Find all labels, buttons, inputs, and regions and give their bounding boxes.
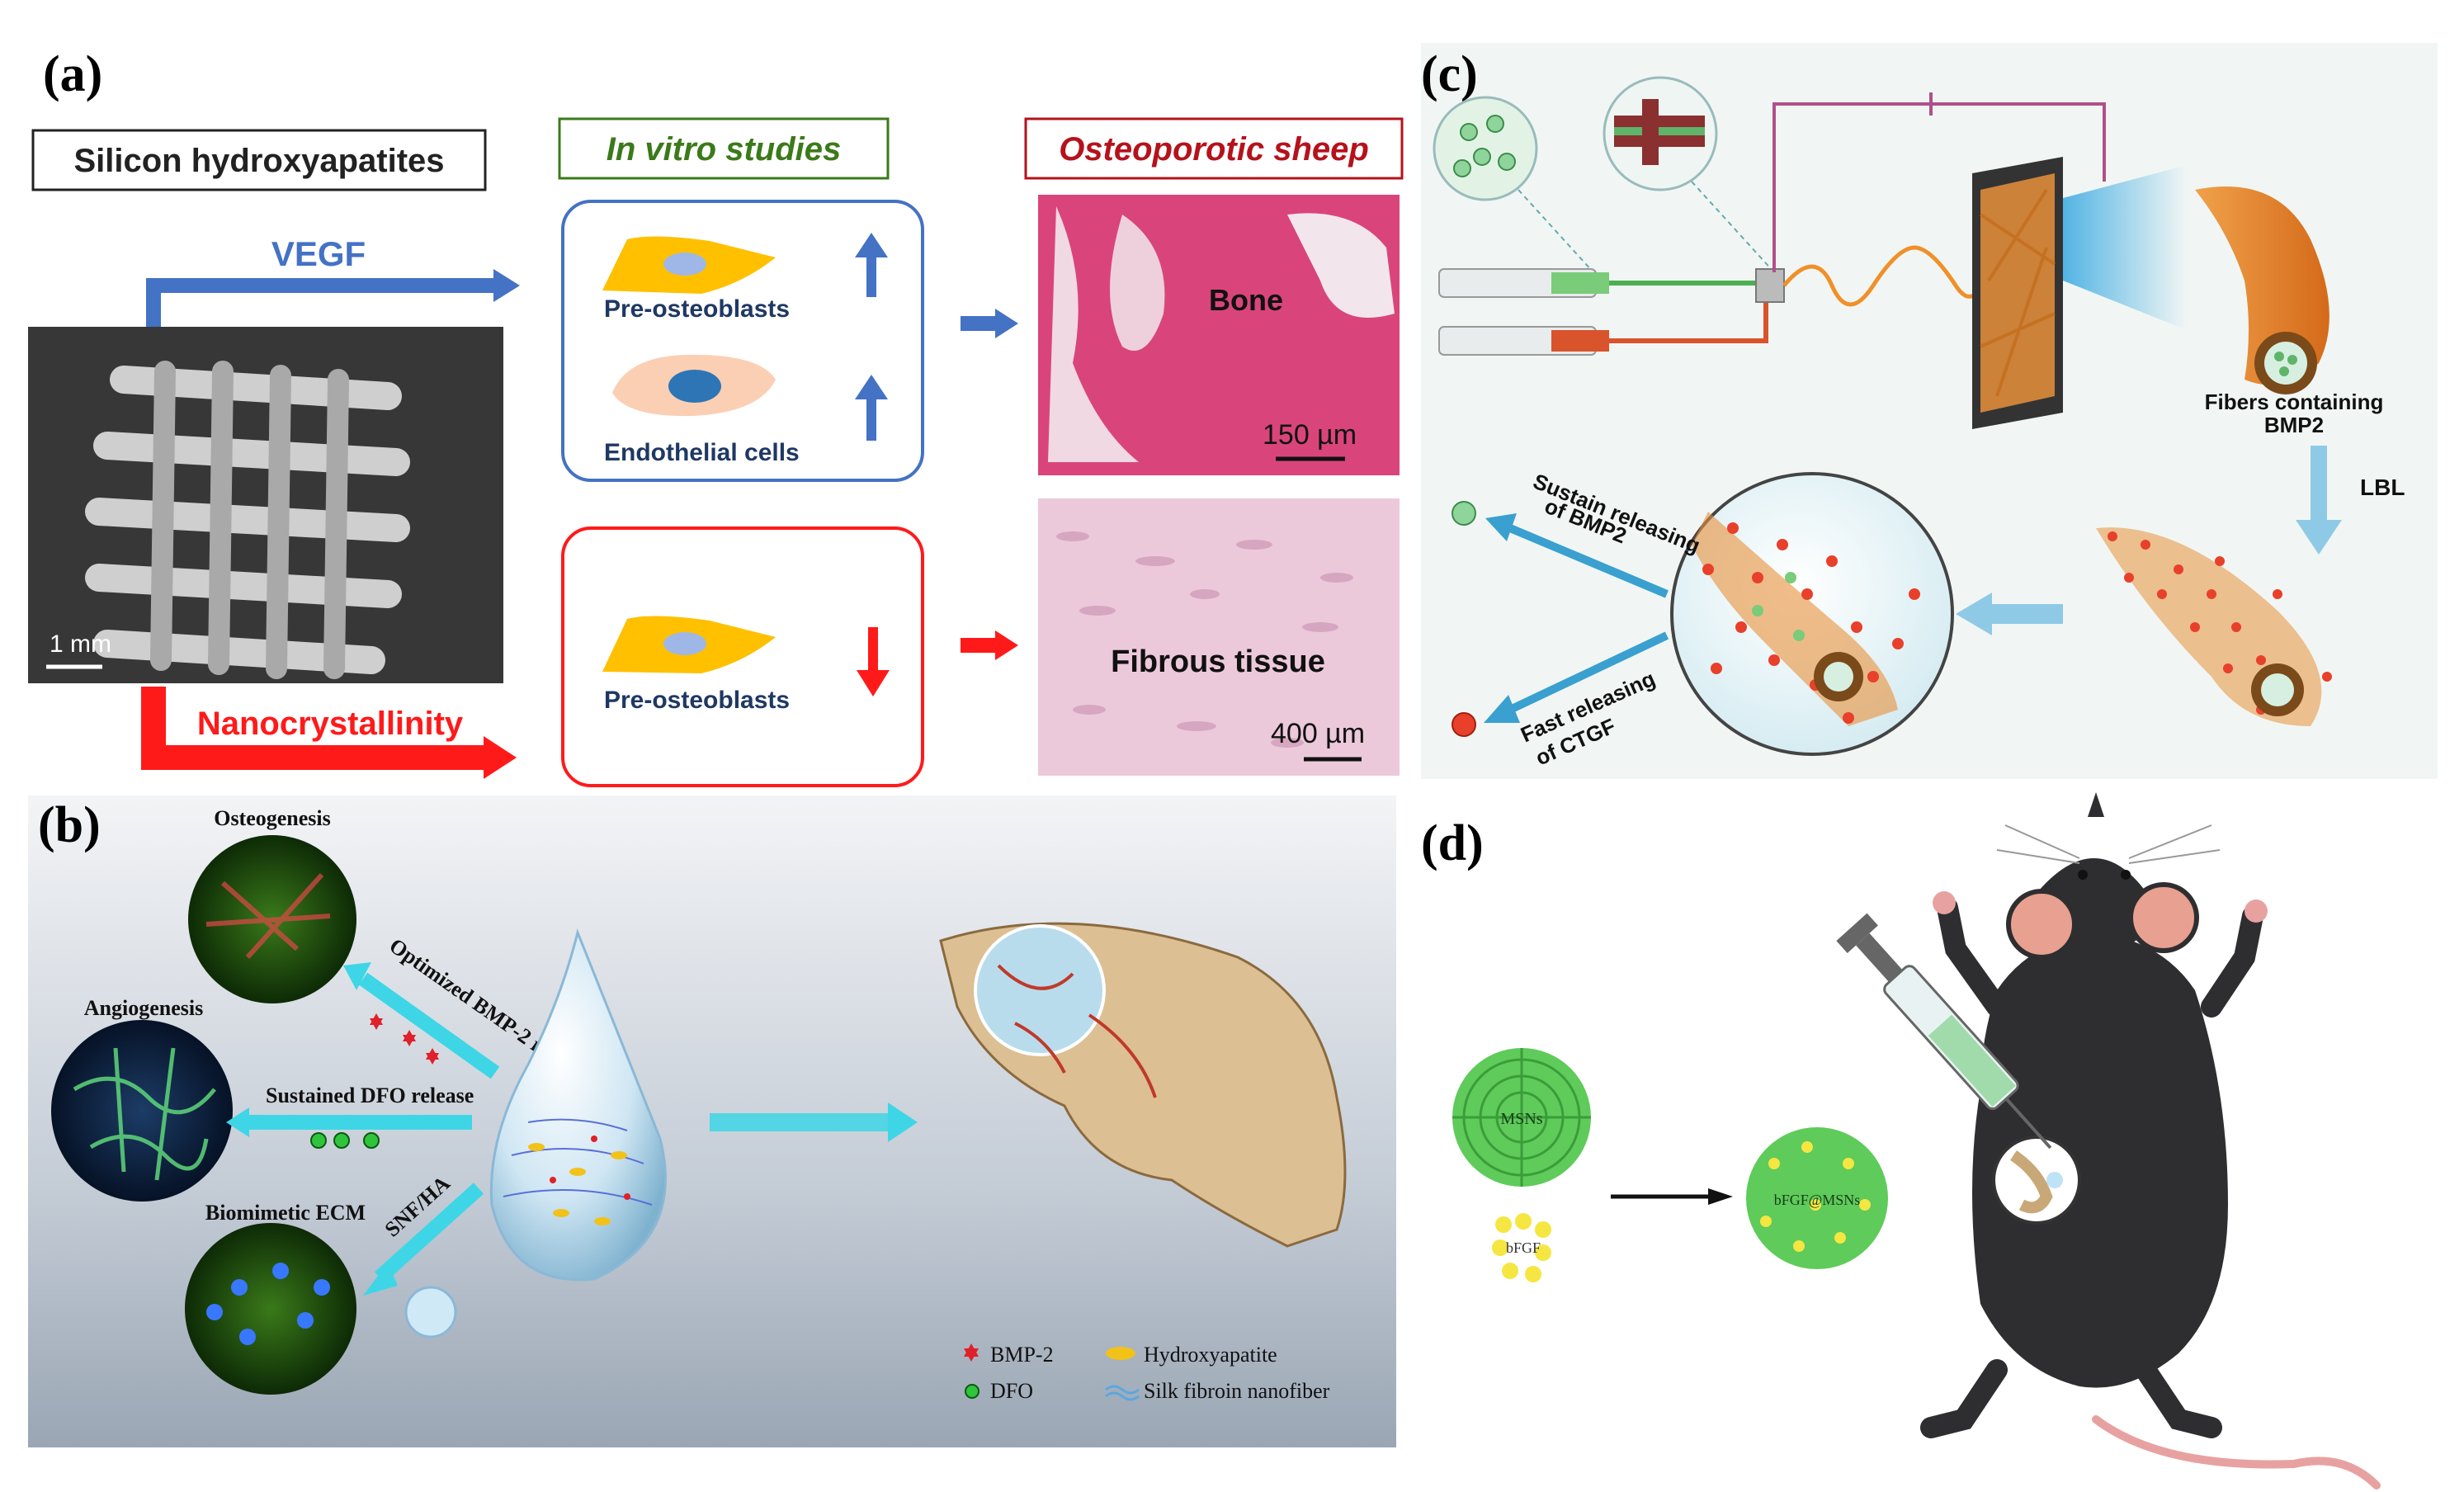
fiber-label-1: Fibers containing <box>2205 390 2384 414</box>
nano-arrowhead <box>484 736 517 779</box>
histo-fibrous-label: Fibrous tissue <box>1111 644 1325 679</box>
ctgf-released-icon <box>1451 712 1476 737</box>
box-in-vitro <box>558 117 890 180</box>
vegf-label: VEGF <box>271 234 366 273</box>
mouse-eye-right <box>2121 870 2131 880</box>
box-osteoporotic-sheep <box>1024 117 1404 180</box>
product-label: bFGF@MSNs <box>1774 1192 1861 1208</box>
legend-bmp2: BMP-2 <box>990 1343 1054 1367</box>
histology-fibrous-image <box>1038 498 1400 776</box>
syringe <box>1836 913 2052 1150</box>
panel-d-letter: (d) <box>1421 815 1484 871</box>
bmp2-release-arrow <box>358 972 500 1079</box>
fiber-label-2: BMP2 <box>2264 413 2324 437</box>
legend-silk-icon <box>1105 1385 1140 1401</box>
mouse-ear-left <box>2006 889 2077 960</box>
mouse-arm-right <box>2201 905 2263 1017</box>
bfgf-particles <box>1492 1213 1551 1282</box>
scaffold-grid <box>85 361 410 679</box>
fiber-mat <box>1980 173 2055 413</box>
histo-bone-label: Bone <box>1209 283 1283 317</box>
panel-c: (c) <box>1421 43 2438 779</box>
label-sustained-dfo: Sustained DFO release <box>266 1084 474 1107</box>
msn-label: MSNs <box>1500 1110 1542 1128</box>
skull-defect-gel <box>974 924 1106 1056</box>
cell-label-top-1: Pre-osteoblasts <box>604 295 790 323</box>
cell-label-bottom-1: Pre-osteoblasts <box>604 687 790 714</box>
mouse-tail <box>2092 1415 2381 1490</box>
bfgf-label: bFGF <box>1506 1239 1541 1256</box>
box-silicon-hydroxyapatites <box>31 129 487 191</box>
sustain-release-arrow <box>1508 524 1669 598</box>
histo-top-scale: 150 µm <box>1263 419 1357 451</box>
snf-ha-arrow <box>374 1183 484 1283</box>
zoom-beam <box>2063 165 2187 330</box>
histo-bottom-scale: 400 µm <box>1271 718 1365 749</box>
coaxial-needle <box>1755 268 1785 303</box>
decrease-arrow <box>857 627 890 696</box>
cell-label-top-2: Endothelial cells <box>604 439 800 466</box>
bmp2-released-icon <box>1451 501 1476 526</box>
nano-label: Nanocrystallinity <box>197 706 464 742</box>
sem-scale-label: 1 mm <box>50 630 111 658</box>
label-biomimetic-ecm: Biomimetic ECM <box>205 1201 366 1225</box>
fast-release-arrow <box>1508 631 1669 714</box>
voltage-wire <box>1772 102 2106 272</box>
panel-b-letter: (b) <box>38 797 101 853</box>
bmp2-stars <box>370 1013 439 1065</box>
mouse-body <box>1972 932 2228 1388</box>
angiogenesis-image <box>51 1020 233 1202</box>
box-sheep-label: Osteoporotic sheep <box>1059 131 1369 168</box>
mouse-leg-right <box>2135 1359 2222 1438</box>
biomimetic-ecm-image <box>185 1223 356 1395</box>
legend-silk-fibroin: Silk fibroin nanofiber <box>1144 1379 1330 1403</box>
mouse-whiskers <box>1996 824 2221 864</box>
legend-hydroxyapatite: Hydroxyapatite <box>1144 1343 1277 1367</box>
vegf-arrow <box>146 278 495 330</box>
dfo-dots <box>310 1132 380 1149</box>
panel-c-letter: (c) <box>1421 46 1478 102</box>
hydrogel-droplet <box>489 928 667 1282</box>
box-silicon-label: Silicon hydroxyapatites <box>73 143 444 179</box>
panel-d: (d) MSNs bFGF bFGF@MSNs <box>1421 792 2381 1490</box>
mouse-arm-left <box>1937 897 2008 1017</box>
snf-ha-sphere <box>404 1286 457 1339</box>
mouse-ear-right <box>2128 882 2199 953</box>
mouse-eye-left <box>2078 870 2088 880</box>
box-in-vitro-label: In vitro studies <box>607 131 842 168</box>
legend-bmp2-icon <box>964 1343 979 1362</box>
increase-arrow-1 <box>855 233 888 297</box>
nano-arrow <box>141 687 487 770</box>
panel-a: (a) Silicon hydroxyapatites In vitro stu… <box>28 46 1404 787</box>
legend-dfo: DFO <box>990 1379 1033 1403</box>
panel-a-letter: (a) <box>43 46 102 102</box>
label-osteogenesis: Osteogenesis <box>214 806 331 830</box>
legend-dfo-icon <box>965 1384 979 1399</box>
increase-arrow-2 <box>855 375 888 441</box>
legend-hydroxyapatite-icon <box>1106 1347 1135 1360</box>
panel-b: (b) Osteogenesis Angiogenesis Biomimetic… <box>28 796 1396 1447</box>
vegf-arrowhead <box>493 269 520 302</box>
lbl-label: LBL <box>2360 475 2405 500</box>
mouse-leg-left <box>1920 1359 2008 1438</box>
label-angiogenesis: Angiogenesis <box>84 996 203 1020</box>
